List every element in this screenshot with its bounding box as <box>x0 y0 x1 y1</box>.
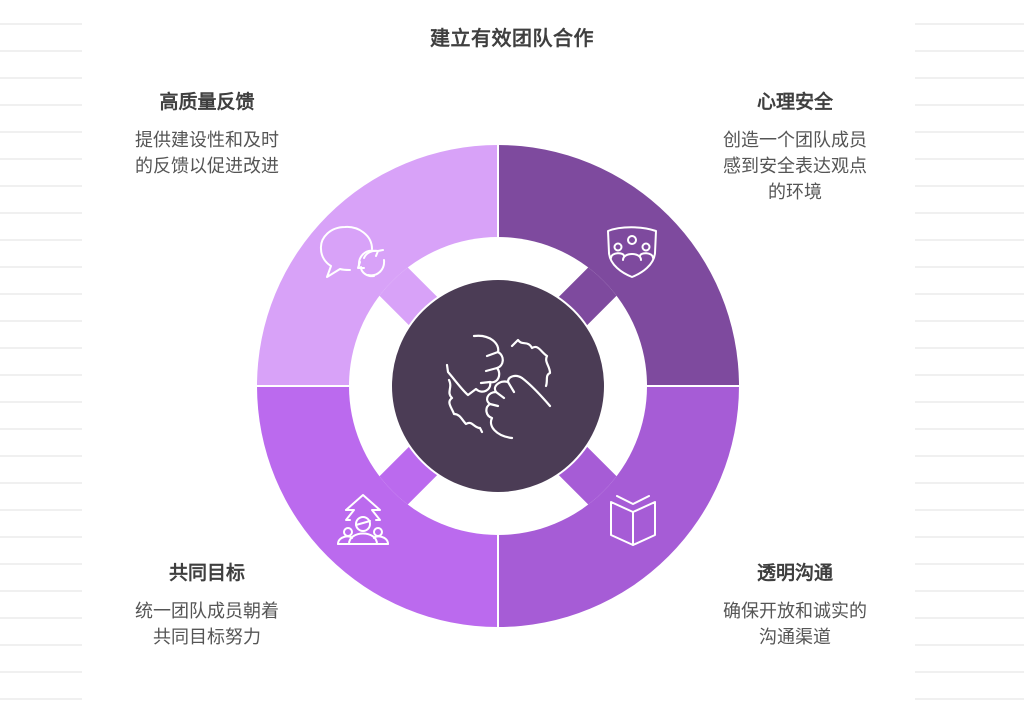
team-arrow-up-icon <box>337 494 389 545</box>
diagram-title: 建立有效团队合作 <box>430 26 594 50</box>
background-stripes-right <box>915 0 1024 711</box>
open-book-icon <box>610 495 656 546</box>
description-line: 共同目标努力 <box>153 627 261 648</box>
description-line: 的反馈以促进改进 <box>135 156 279 177</box>
segment-description: 确保开放和诚实的 沟通渠道 <box>685 599 905 651</box>
description-line: 统一团队成员朝着 <box>135 601 279 622</box>
segment-heading: 透明沟通 <box>756 562 833 584</box>
description-line: 提供建设性和及时 <box>135 130 279 151</box>
fist-bump-icon <box>445 334 552 440</box>
shield-team-icon <box>607 226 657 278</box>
description-line: 创造一个团队成员 <box>723 130 867 151</box>
segment-label-transparent-communication: 透明沟通 确保开放和诚实的 沟通渠道 <box>685 561 905 651</box>
chat-refresh-icon <box>319 225 386 278</box>
background-stripes-left <box>0 0 82 711</box>
segment-label-high-quality-feedback: 高质量反馈 提供建设性和及时 的反馈以促进改进 <box>97 90 317 180</box>
segment-heading: 共同目标 <box>168 562 245 584</box>
segment-label-shared-goals: 共同目标 统一团队成员朝着 共同目标努力 <box>97 561 317 651</box>
center-circle <box>390 278 606 494</box>
segment-heading: 心理安全 <box>756 91 833 113</box>
description-line: 的环境 <box>768 182 822 203</box>
description-line: 沟通渠道 <box>759 627 831 648</box>
segment-description: 提供建设性和及时 的反馈以促进改进 <box>97 128 317 180</box>
segment-label-psychological-safety: 心理安全 创造一个团队成员 感到安全表达观点 的环境 <box>685 90 905 206</box>
description-line: 感到安全表达观点 <box>723 156 867 177</box>
segment-heading: 高质量反馈 <box>159 91 255 113</box>
description-line: 确保开放和诚实的 <box>723 601 867 622</box>
segment-description: 统一团队成员朝着 共同目标努力 <box>97 599 317 651</box>
segment-description: 创造一个团队成员 感到安全表达观点 的环境 <box>685 128 905 206</box>
